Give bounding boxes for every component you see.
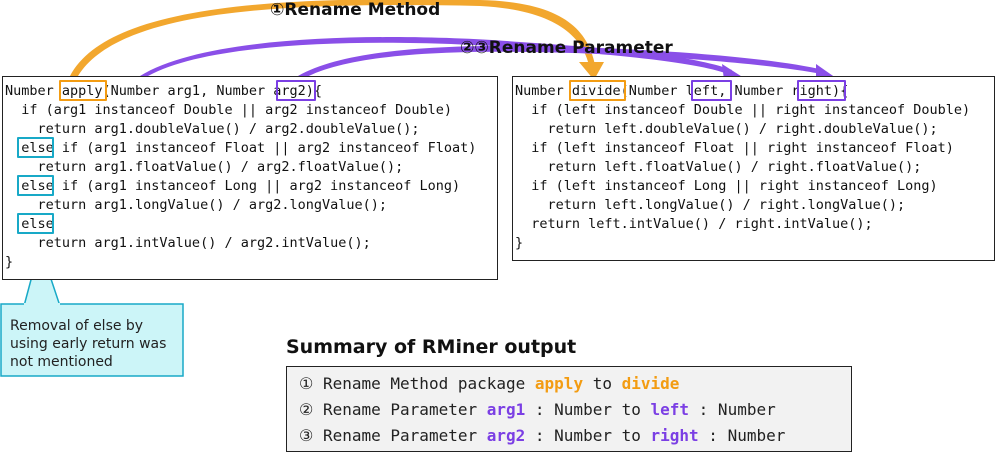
summary-line-2: ② Rename Parameter arg1 : Number to left… [299,397,776,422]
code-line: return left.longValue() / right.longValu… [515,197,906,213]
old-name: arg1 [486,400,526,419]
rename-parameter-label: ②③Rename Parameter [460,38,673,58]
code-line: if (left instanceof Float || right insta… [515,140,954,156]
callout-box: Removal of else by using early return wa… [0,303,184,377]
right-highlight [797,80,846,101]
summary-text: : Number [689,400,776,419]
else-highlight-3 [17,213,54,234]
rename-param-arrow-1 [140,37,732,76]
summary-text: ③ Rename Parameter [299,426,487,445]
code-line: return arg1.longValue() / arg2.longValue… [5,197,388,213]
code-line: if (left instanceof Long || right instan… [515,178,938,194]
code-line: return left.floatValue() / right.floatVa… [515,159,922,175]
code-line: if (left instanceof Double || right inst… [515,102,971,118]
new-name: right [650,426,699,445]
code-line: } [5,254,14,270]
summary-title: Summary of RMiner output [286,336,577,358]
new-name: left [650,400,690,419]
summary-box: ① Rename Method package apply to divide … [286,366,852,452]
summary-line-1: ① Rename Method package apply to divide [299,371,679,396]
divide-highlight [569,80,626,101]
summary-text: : Number to [525,400,651,419]
summary-text: : Number to [525,426,651,445]
code-line: else [5,216,54,232]
else-highlight-2 [17,175,54,196]
callout-text: Removal of else by using early return wa… [10,318,167,370]
summary-text: ① Rename Method package [299,374,535,393]
code-line: else if (arg1 instanceof Long || arg2 in… [5,178,461,194]
else-highlight-1 [17,137,54,158]
rename-method-arrowhead [579,62,604,80]
code-line: return left.doubleValue() / right.double… [515,121,938,137]
new-name: divide [621,374,680,393]
summary-text: ② Rename Parameter [299,400,487,419]
left-code-box: Number apply(Number arg1, Number arg2){ … [2,76,498,280]
code-line: return left.intValue() / right.intValue(… [515,216,873,232]
summary-text: to [583,374,622,393]
old-name: apply [534,374,584,393]
summary-text: : Number [698,426,786,445]
code-line: return arg1.intValue() / arg2.intValue()… [5,235,371,251]
code-line: return arg1.doubleValue() / arg2.doubleV… [5,121,420,137]
rename-param-arrow-2 [298,45,824,78]
callout-background [0,303,184,377]
code-line: } [515,235,524,251]
code-line: Number apply(Number arg1, Number arg2){ [5,83,322,99]
left-highlight [691,80,732,101]
arg2-highlight [276,80,316,101]
apply-highlight [59,80,107,101]
code-line: return arg1.floatValue() / arg2.floatVal… [5,159,404,175]
right-code-box: Number divide(Number left, Number right)… [512,76,995,261]
rename-method-label: ①Rename Method [270,0,441,20]
code-line: else if (arg1 instanceof Float || arg2 i… [5,140,477,156]
code-line: if (arg1 instanceof Double || arg2 insta… [5,102,453,118]
summary-line-3: ③ Rename Parameter arg2 : Number to righ… [299,423,785,448]
old-name: arg2 [486,426,526,445]
